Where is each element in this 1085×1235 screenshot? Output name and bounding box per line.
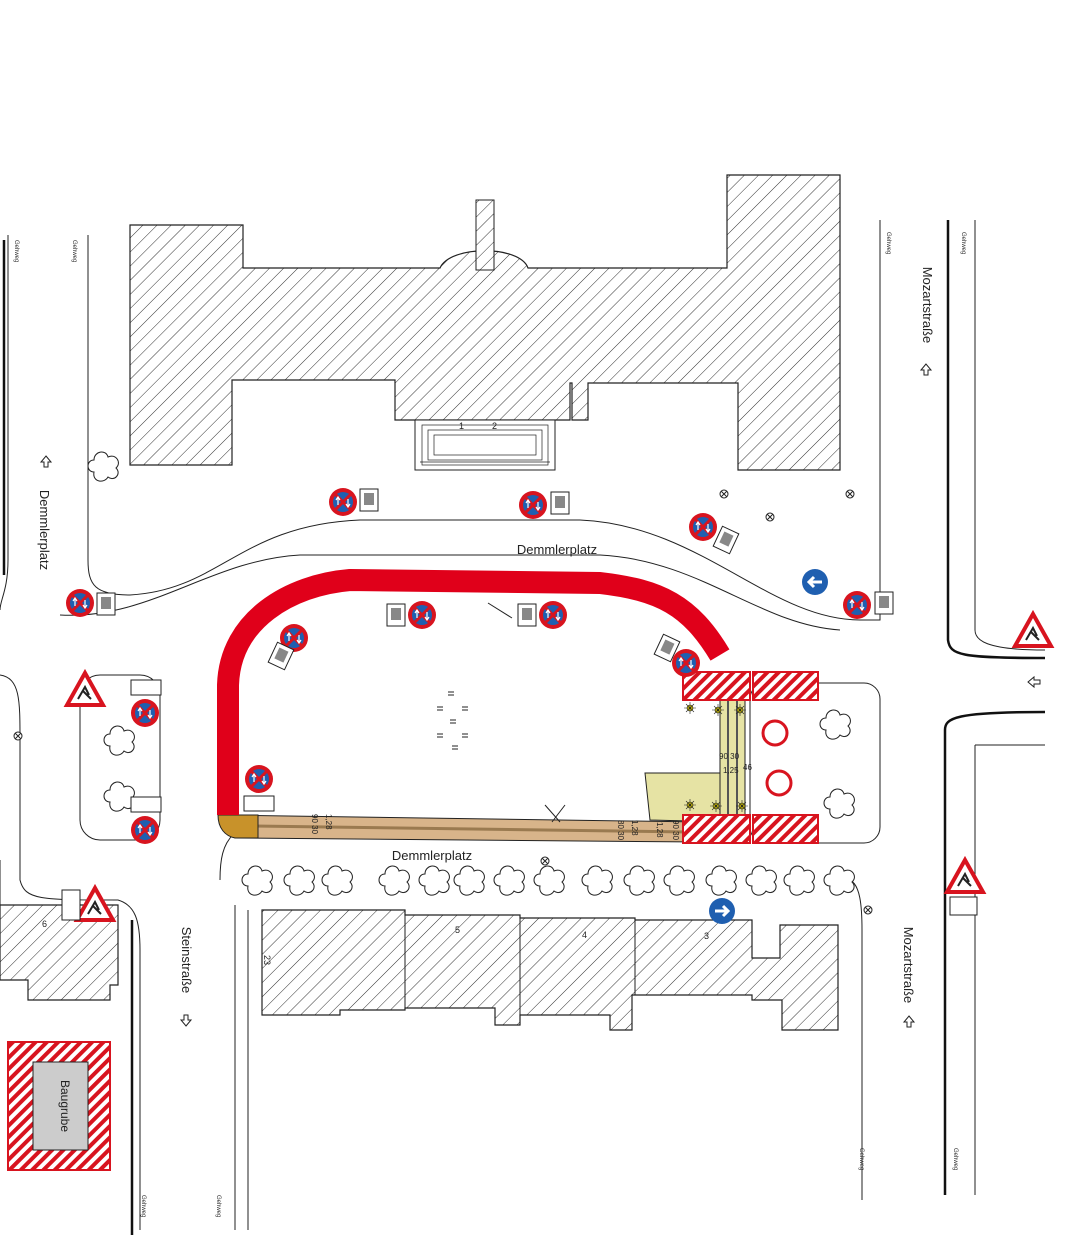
dimension-label: 1,28 — [630, 820, 639, 836]
house-number: 3 — [704, 931, 709, 941]
tree-icon — [283, 865, 315, 896]
tree-icon — [581, 865, 613, 896]
lamp-icon — [845, 489, 855, 499]
sidewalk-label: Gehweg — [215, 1195, 221, 1217]
info-plates — [96, 488, 894, 813]
building-southwest — [0, 904, 119, 1001]
tree-icon — [453, 865, 485, 896]
turn-arrow-plate — [61, 889, 81, 921]
building-south-row — [261, 909, 839, 1031]
roadwork-signs — [61, 612, 1053, 922]
no-stopping-sign-icon — [64, 587, 96, 619]
plate-icon — [130, 679, 162, 696]
dimension-label: 90 30 — [310, 814, 319, 835]
house-number: 1 — [459, 421, 464, 431]
lamp-icon — [13, 731, 23, 741]
sidewalk-label: Gehweg — [140, 1195, 146, 1217]
tree-icon — [623, 865, 655, 896]
east-street-label-top: Mozartstraße — [920, 267, 935, 344]
direction-left-sign-icon — [800, 567, 830, 597]
tree-icon — [823, 865, 855, 896]
lamp-icon — [719, 489, 729, 499]
sidewalk-label: Gehweg — [885, 232, 891, 254]
tree-icon — [705, 865, 737, 896]
street-thick-lines — [2, 220, 1046, 1235]
no-stopping-sign-icon — [537, 599, 569, 631]
dimension-label: 80 30 — [616, 820, 625, 841]
roadwork-warning-sign-icon — [75, 886, 115, 922]
tree-icon — [783, 865, 815, 896]
plate-icon — [96, 592, 116, 616]
tree-icon — [663, 865, 695, 896]
lamp-icon — [863, 905, 873, 915]
plate-icon — [243, 795, 275, 812]
construction-route — [217, 569, 730, 815]
square-label-top: Demmlerplatz — [517, 542, 597, 557]
central-square — [79, 600, 881, 844]
tree-icon — [493, 865, 525, 896]
plate-icon — [874, 591, 894, 615]
dimension-label: 1,28 — [655, 822, 664, 838]
no-stopping-sign-icon — [841, 589, 873, 621]
tree-icon — [533, 865, 565, 896]
tree-icon — [745, 865, 777, 896]
house-number: 23 — [262, 955, 272, 965]
turn-arrow-plate — [949, 896, 978, 916]
plate-icon — [712, 525, 740, 555]
roadwork-warning-sign-icon — [945, 858, 985, 894]
dimension-label: 46 — [743, 763, 752, 772]
sidewalk-label: Gehweg — [952, 1148, 958, 1170]
lamp-icon — [765, 512, 775, 522]
house-number: 5 — [455, 925, 460, 935]
tree-icon — [87, 451, 119, 482]
tree-icon — [418, 865, 450, 896]
no-stopping-sign-icon — [406, 599, 438, 631]
barrier-group-east — [682, 671, 819, 844]
house-number: 2 — [492, 421, 497, 431]
plate-icon — [517, 603, 537, 627]
square-markers — [437, 602, 566, 823]
dimension-label: 90 30 — [719, 752, 740, 761]
tree-icon — [378, 865, 410, 896]
sidewalk-label: Gehweg — [858, 1148, 864, 1170]
sidewalk-label: Gehweg — [71, 240, 77, 262]
dimension-label: 90 30 — [671, 820, 680, 841]
excavation-pit: Baugrube — [7, 1041, 111, 1171]
entrance-steps — [414, 419, 556, 471]
house-number: 6 — [42, 919, 47, 929]
no-stopping-sign-icon — [243, 763, 275, 795]
no-stopping-sign-icon — [129, 697, 161, 729]
plate-icon — [130, 796, 162, 813]
tree-icon — [241, 865, 273, 896]
roadwork-warning-sign-icon — [1013, 612, 1053, 648]
dimension-label: 1,25 — [723, 766, 739, 775]
no-stopping-sign-icon — [670, 647, 702, 679]
lamp-icon — [540, 856, 550, 866]
plate-icon — [359, 488, 379, 512]
direction-right-sign-icon — [707, 896, 737, 926]
no-stopping-sign-icon — [327, 486, 359, 518]
west-street-label: Demmlerplatz — [37, 490, 52, 570]
no-stopping-sign-icon — [129, 814, 161, 846]
south-street-label: Steinstraße — [179, 927, 194, 993]
square-label-bottom: Demmlerplatz — [392, 848, 472, 863]
sidewalk-label: Gehweg — [13, 240, 19, 262]
plate-icon — [550, 491, 570, 515]
dimension-label: 1,28 — [324, 814, 333, 830]
sidewalk-label: Gehweg — [960, 232, 966, 254]
tree-icon — [321, 865, 353, 896]
one-way-arrows — [39, 363, 1041, 1028]
excavation-label: Baugrube — [58, 1080, 72, 1132]
footpath-south — [217, 699, 746, 843]
no-stopping-sign-icon — [517, 489, 549, 521]
house-number: 4 — [582, 930, 587, 940]
no-stopping-sign-icon — [687, 511, 719, 543]
east-street-label-bottom: Mozartstraße — [901, 927, 916, 1004]
plate-icon — [386, 603, 406, 627]
